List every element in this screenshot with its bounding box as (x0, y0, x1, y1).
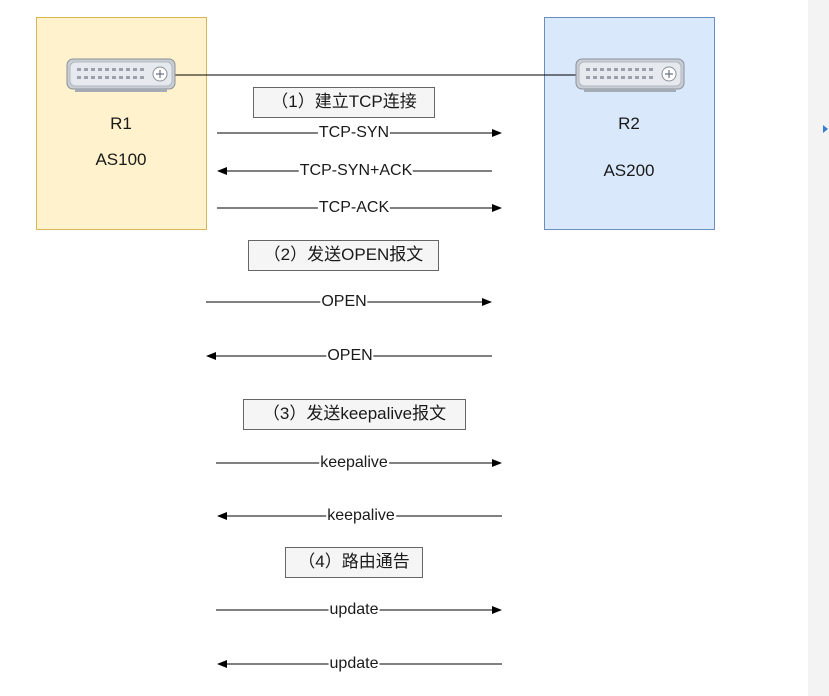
message-label: OPEN (320, 293, 368, 311)
router-r2-name: R2 (618, 114, 640, 133)
router-icon (66, 58, 176, 92)
panel-expand-icon[interactable] (823, 125, 828, 133)
step-3-box: （3）发送keepalive报文 (243, 399, 466, 430)
router-r2-as: AS200 (603, 161, 655, 180)
as200-container (544, 17, 715, 230)
side-panel-edge (808, 0, 829, 696)
message-label: TCP-SYN+ACK (298, 162, 414, 180)
step-4-box: （4）路由通告 (285, 547, 423, 578)
message-label: keepalive (319, 454, 389, 472)
step-1-box: （1）建立TCP连接 (253, 87, 435, 118)
router-icon (575, 58, 685, 92)
router-r1-name: R1 (110, 114, 132, 133)
step-2-box: （2）发送OPEN报文 (248, 240, 439, 271)
message-label: TCP-SYN (317, 124, 391, 142)
message-label: keepalive (326, 507, 396, 525)
message-label: OPEN (326, 347, 374, 365)
message-label: update (328, 655, 380, 673)
message-label: update (328, 601, 380, 619)
as100-container (36, 17, 207, 230)
message-label: TCP-ACK (317, 199, 391, 217)
router-r1-as: AS100 (95, 150, 147, 169)
